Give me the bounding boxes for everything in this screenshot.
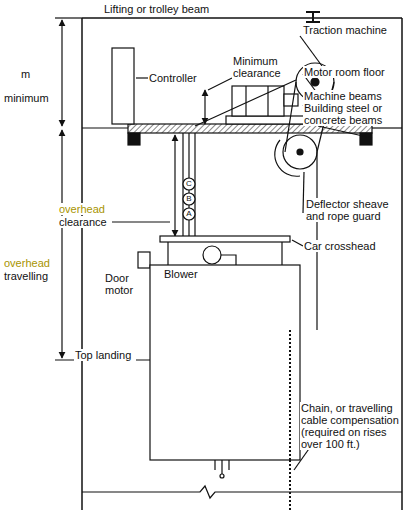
part-label: Minimum clearance <box>232 55 294 79</box>
callout-letter: C <box>183 179 195 189</box>
part-label: Deflector sheave and rope guard <box>305 198 400 222</box>
part-label: Chain, or travelling cable compensation … <box>300 402 400 450</box>
part-label: travelling <box>3 270 57 282</box>
part-label: Building steel or concrete beams <box>303 102 400 126</box>
part-label: Controller <box>148 72 208 84</box>
part-label: Car crosshead <box>303 240 398 252</box>
part-label: clearance <box>58 216 110 228</box>
part-label: minimum <box>3 92 55 104</box>
part-label: overhead <box>3 257 55 269</box>
part-label: m <box>20 68 40 80</box>
part-label: Machine beams <box>303 90 400 102</box>
callout-letter: B <box>183 194 195 204</box>
part-label: overhead <box>58 203 110 215</box>
part-label: Top landing <box>74 349 136 361</box>
part-label: Traction machine <box>302 24 400 36</box>
part-label: Lifting or trolley beam <box>103 3 283 15</box>
part-label: Blower <box>163 268 203 280</box>
callout-letter: A <box>183 209 195 219</box>
part-label: Door motor <box>104 272 148 296</box>
part-label: Motor room floor <box>303 66 400 78</box>
